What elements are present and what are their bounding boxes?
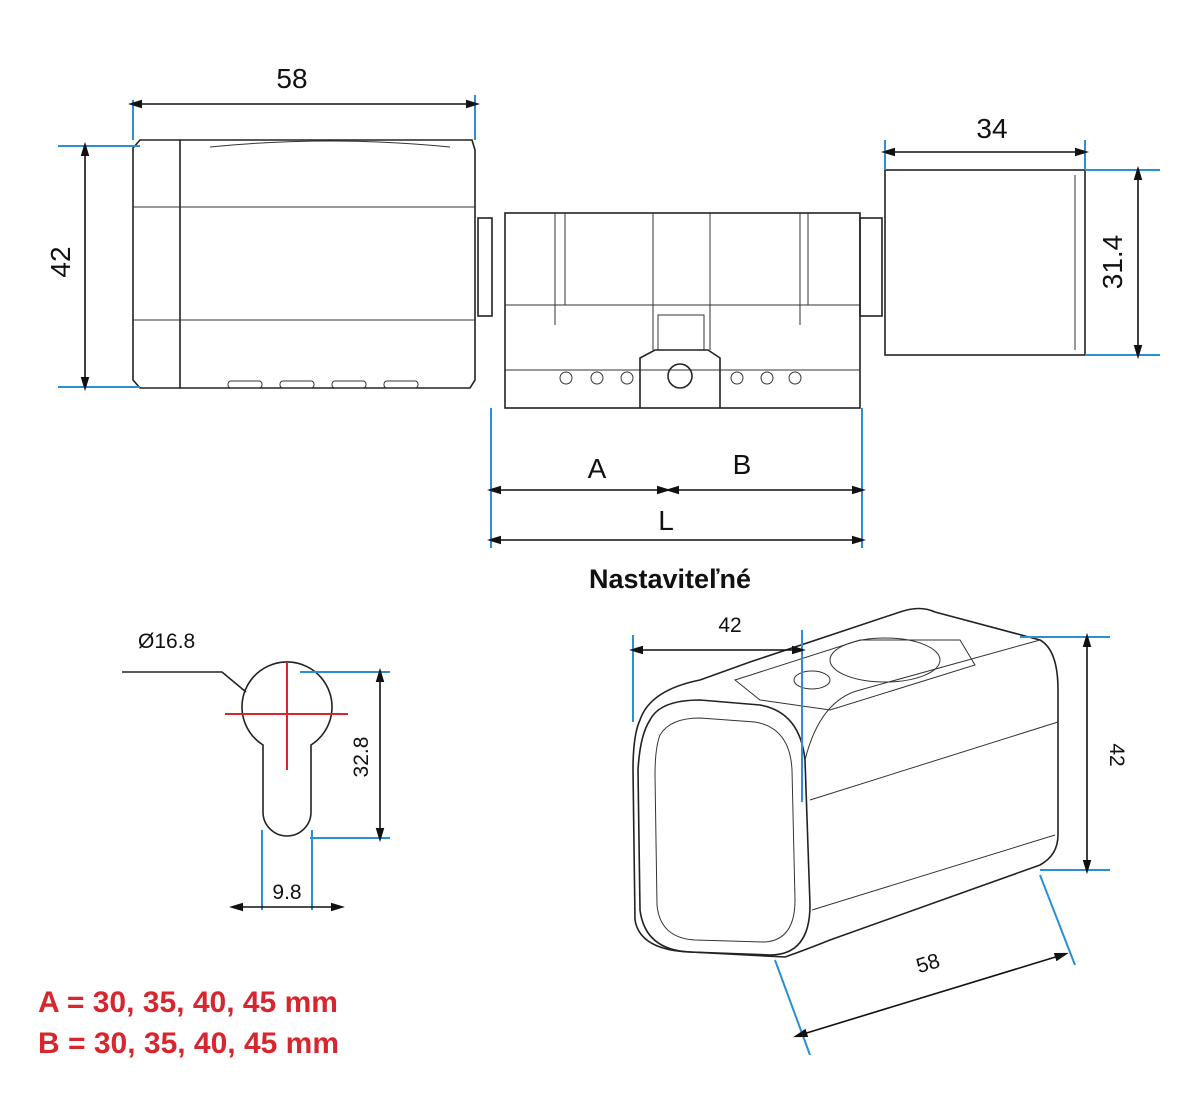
iso-depth-label: 58 [914, 949, 943, 978]
body-width-label: 58 [276, 63, 307, 94]
knob-height-label: 31.4 [1097, 235, 1128, 290]
body-height-label: 42 [45, 246, 76, 277]
side-view-drawing [132, 139, 1086, 409]
bottom-buttons [227, 380, 419, 389]
dim-b-label: B [733, 449, 752, 480]
dimension-lines-top [58, 95, 1160, 548]
smart-body [132, 139, 476, 389]
keyhole-profile [122, 661, 390, 912]
note-a-values: A = 30, 35, 40, 45 mm [38, 986, 338, 1019]
profile-height-label: 32.8 [350, 737, 373, 778]
isometric-lock-drawing [628, 607, 1110, 1056]
adjustable-caption: Nastaviteľné [589, 564, 751, 594]
diameter-label: Ø16.8 [138, 630, 195, 653]
iso-width-label: 42 [718, 614, 741, 637]
note-b-values: B = 30, 35, 40, 45 mm [38, 1027, 339, 1060]
iso-height-label: 42 [1105, 743, 1128, 766]
knob-width-label: 34 [976, 113, 1007, 144]
profile-width-label: 9.8 [272, 881, 301, 904]
cylinder-core [477, 212, 883, 409]
thumb-knob [884, 169, 1086, 356]
dim-l-label: L [658, 505, 674, 536]
dim-a-label: A [588, 453, 607, 484]
